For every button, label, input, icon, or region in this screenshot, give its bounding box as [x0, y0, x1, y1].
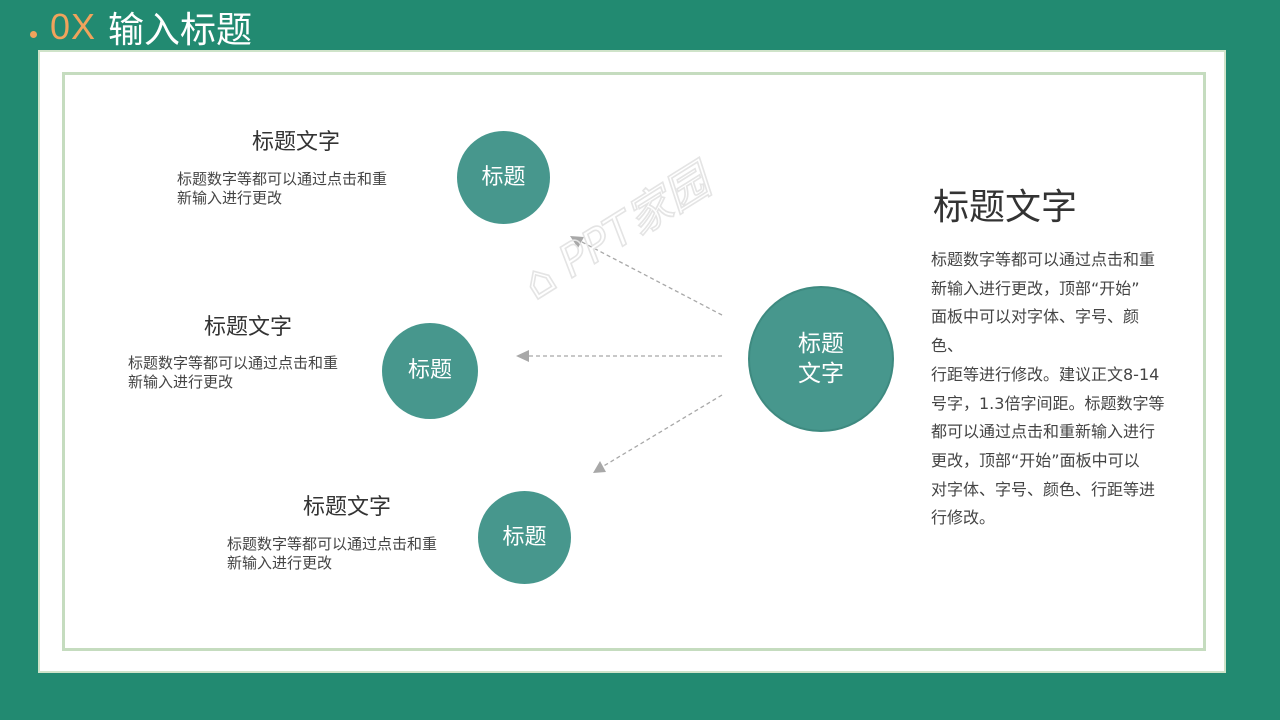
right-desc-line: 行修改。: [931, 508, 996, 528]
item-1-circle-label: 标题: [481, 164, 526, 190]
section-number: 0X: [50, 6, 97, 47]
right-desc-line: 都可以通过点击和重新输入进行: [931, 422, 1156, 442]
center-circle-line-1: 标题: [798, 331, 844, 357]
content-card: [38, 50, 1226, 673]
right-desc-line: 更改，顶部“开始”面板中可以: [931, 450, 1140, 470]
item-2-circle-label: 标题: [407, 358, 452, 384]
item-2-description: 标题数字等都可以通过点击和重 新输入进行更改: [128, 354, 358, 392]
item-3-desc-line-2: 新输入进行更改: [227, 554, 333, 572]
item-2-desc-line-2: 新输入进行更改: [128, 373, 234, 391]
slide-header: 0X 输入标题: [30, 4, 253, 51]
item-2-circle: 标题: [382, 323, 478, 419]
item-3-description: 标题数字等都可以通过点击和重 新输入进行更改: [227, 535, 457, 573]
item-2-desc-line-1: 标题数字等都可以通过点击和重: [128, 354, 339, 372]
item-2-heading: 标题文字: [204, 315, 293, 340]
right-description: 标题数字等都可以通过点击和重 新输入进行更改，顶部“开始” 面板中可以对字体、字…: [931, 246, 1167, 533]
item-1-desc-line-2: 新输入进行更改: [177, 189, 283, 207]
slide-title: 输入标题: [108, 10, 253, 51]
item-1-heading: 标题文字: [252, 130, 341, 155]
right-desc-line: 面板中可以对字体、字号、颜色、: [931, 307, 1140, 356]
center-circle: 标题 文字: [750, 288, 892, 430]
right-desc-line: 对字体、字号、颜色、行距等进: [931, 479, 1156, 499]
right-desc-line: 号字，1.3倍字间距。标题数字等: [931, 393, 1165, 413]
right-desc-line: 新输入进行更改，顶部“开始”: [931, 278, 1140, 298]
center-circle-line-2: 文字: [798, 361, 844, 387]
item-3-heading: 标题文字: [303, 495, 392, 520]
right-heading: 标题文字: [933, 187, 1078, 228]
right-desc-line: 标题数字等都可以通过点击和重: [931, 250, 1156, 269]
item-3-circle: 标题: [478, 491, 571, 584]
item-1-desc-line-1: 标题数字等都可以通过点击和重: [177, 170, 388, 188]
item-1-circle: 标题: [457, 131, 550, 224]
item-1-description: 标题数字等都可以通过点击和重 新输入进行更改: [177, 170, 407, 208]
right-desc-line: 行距等进行修改。建议正文8-14: [931, 364, 1160, 384]
item-3-desc-line-1: 标题数字等都可以通过点击和重: [227, 535, 438, 553]
item-3-circle-label: 标题: [502, 524, 547, 550]
bullet-dot: [30, 30, 37, 38]
inner-frame: [62, 72, 1206, 651]
